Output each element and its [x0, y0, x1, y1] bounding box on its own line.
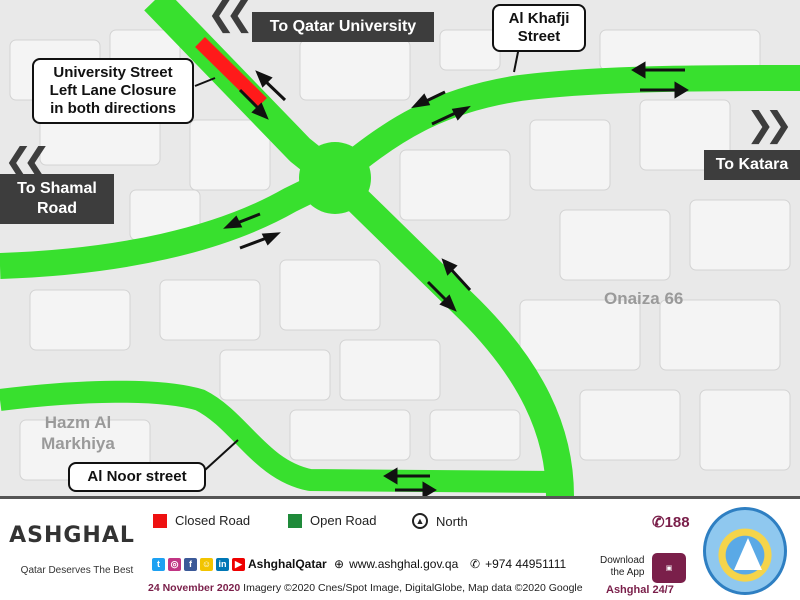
hazm-line1: Hazm Al	[44, 413, 112, 432]
website-row[interactable]: ⊕ www.ashghal.gov.qa	[334, 557, 458, 571]
website-text: www.ashghal.gov.qa	[349, 557, 459, 571]
callout-line3: in both directions	[50, 100, 176, 117]
social-handle: AshghalQatar	[248, 557, 327, 571]
to-shamal-line1: To Shamal	[17, 180, 97, 197]
al-noor-road	[0, 380, 561, 493]
logo-mark-icon: ASHGHAL	[9, 505, 134, 565]
al-khafji-street-road	[326, 65, 800, 188]
download-line2: the App	[610, 567, 645, 578]
app-icon[interactable]: ▣	[652, 553, 686, 583]
twitter-icon[interactable]: t	[152, 557, 165, 571]
hazm-area-label: Hazm Al Markhiya	[30, 412, 126, 454]
chevron-left-icon: ❮❮	[4, 141, 51, 181]
to-katara-label: To Katara	[704, 150, 800, 180]
closed-road-label: Closed Road	[175, 513, 251, 528]
instagram-icon[interactable]: ◎	[168, 557, 181, 571]
hotline: ✆188	[652, 513, 690, 531]
chevron-right-icon: ❯❯	[746, 105, 793, 145]
emblem-road-icon	[734, 538, 762, 570]
legend-open-road: Open Road	[288, 513, 377, 528]
ashghal-logo: ASHGHAL Qatar Deserves The Best	[9, 505, 136, 599]
traffic-arrows	[223, 61, 689, 496]
map-area: ❮❮ To Qatar University Al Khafji Street …	[0, 0, 800, 496]
open-road-swatch	[288, 513, 302, 528]
imagery-credit: Imagery ©2020 Cnes/Spot Image, DigitalGl…	[243, 582, 583, 594]
map-date: 24 November 2020	[148, 582, 241, 594]
phone-row[interactable]: ✆ +974 44951111	[470, 557, 566, 571]
al-khafji-line1: Al Khafji	[508, 10, 570, 27]
open-road-label: Open Road	[310, 513, 377, 528]
phone-text: +974 44951111	[485, 557, 567, 571]
onaiza-area-label: Onaiza 66	[604, 289, 684, 308]
shamal-road	[0, 166, 341, 279]
social-row: t ◎ f ☺ in ▶ AshghalQatar	[152, 557, 327, 571]
youtube-icon[interactable]: ▶	[232, 557, 245, 571]
lane-closure-marker	[195, 37, 267, 108]
app-name: Ashghal 24/7	[606, 584, 674, 596]
linkedin-icon[interactable]: in	[216, 557, 229, 571]
phone-hotline-icon: ✆	[652, 514, 665, 531]
globe-icon: ⊕	[334, 557, 345, 571]
map-canvas	[0, 0, 800, 496]
university-closure-callout: University Street Left Lane Closure in b…	[32, 58, 194, 124]
to-shamal-line2: Road	[37, 200, 77, 217]
logo-tagline: Qatar Deserves The Best	[20, 565, 134, 576]
phone-icon: ✆	[470, 557, 481, 571]
city-blocks	[9, 29, 791, 481]
snapchat-icon[interactable]: ☺	[200, 557, 213, 571]
al-noor-callout: Al Noor street	[68, 462, 206, 492]
closed-road-swatch	[153, 513, 167, 528]
credit-row: 24 November 2020 Imagery ©2020 Cnes/Spot…	[148, 582, 583, 594]
open-roads	[0, 0, 800, 496]
facebook-icon[interactable]: f	[184, 557, 197, 571]
legend-closed-road: Closed Road	[153, 513, 250, 528]
hotline-number: 188	[664, 514, 690, 531]
al-khafji-callout: Al Khafji Street	[492, 4, 586, 52]
download-app-text: Download the App	[600, 555, 644, 579]
roundabout	[299, 142, 371, 214]
legend-footer: ASHGHAL Qatar Deserves The Best Closed R…	[0, 496, 800, 600]
north-label: North	[436, 513, 468, 529]
ministry-emblem-icon	[703, 507, 787, 595]
logo-brand-text: ASHGHAL	[9, 522, 135, 548]
to-qatar-university-label: To Qatar University	[252, 12, 434, 42]
al-khafji-line2: Street	[517, 28, 561, 45]
callout-line1: University Street	[53, 64, 173, 81]
legend-north: ▲ North	[412, 513, 468, 529]
to-shamal-road-label: To Shamal Road	[0, 174, 114, 224]
callout-line2: Left Lane Closure	[49, 82, 177, 99]
onaiza-road	[325, 167, 574, 496]
download-line1: Download	[600, 555, 645, 566]
north-arrow-icon: ▲	[412, 513, 428, 529]
chevron-up-left-icon: ❮❮	[207, 0, 254, 34]
hazm-line2: Markhiya	[41, 434, 115, 453]
